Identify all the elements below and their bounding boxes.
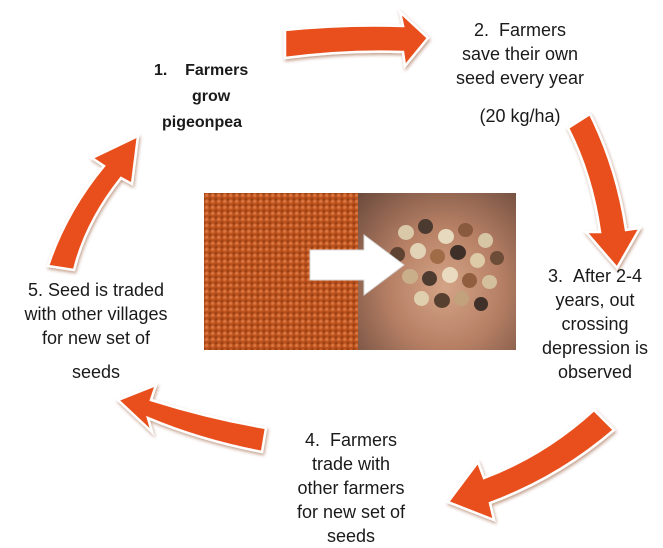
center-arrow-icon xyxy=(204,193,516,350)
step-5-label: 5. Seed is traded with other villages fo… xyxy=(0,278,192,384)
step-3-line-3: crossing xyxy=(527,312,663,336)
step-5-line-2: with other villages xyxy=(0,302,192,326)
step-1-label: 1. Farmers grow pigeonpea xyxy=(148,58,278,136)
arrow-step2-to-step3 xyxy=(568,114,640,268)
step-5-line-3: for new set of xyxy=(0,326,192,350)
step-1-line-2: grow xyxy=(148,84,278,110)
arrow-step5-to-step1 xyxy=(48,136,138,270)
step-3-line-5: observed xyxy=(527,360,663,384)
step-1-line-1: 1. Farmers xyxy=(148,58,278,84)
step-3-line-4: depression is xyxy=(527,336,663,360)
arrow-step1-to-step2 xyxy=(285,12,428,66)
step-4-line-1: 4. Farmers xyxy=(265,428,437,452)
step-1-line-3: pigeonpea xyxy=(148,110,278,136)
step-2-label: 2. Farmers save their own seed every yea… xyxy=(440,18,600,128)
step-3-label: 3. After 2-4 years, out crossing depress… xyxy=(527,264,663,384)
step-2-note: (20 kg/ha) xyxy=(440,104,600,128)
step-4-line-5: seeds xyxy=(265,524,437,548)
step-2-line-3: seed every year xyxy=(440,66,600,90)
arrow-step3-to-step4 xyxy=(448,410,614,520)
step-4-line-4: for new set of xyxy=(265,500,437,524)
step-2-line-1: 2. Farmers xyxy=(440,18,600,42)
step-5-line-4: seeds xyxy=(0,360,192,384)
seed-comparison-photo xyxy=(204,193,516,350)
arrow-step4-to-step5 xyxy=(118,385,266,452)
step-4-line-2: trade with xyxy=(265,452,437,476)
step-4-line-3: other farmers xyxy=(265,476,437,500)
step-3-line-2: years, out xyxy=(527,288,663,312)
step-3-line-1: 3. After 2-4 xyxy=(527,264,663,288)
step-4-label: 4. Farmers trade with other farmers for … xyxy=(265,428,437,548)
step-2-line-2: save their own xyxy=(440,42,600,66)
step-5-line-1: 5. Seed is traded xyxy=(0,278,192,302)
